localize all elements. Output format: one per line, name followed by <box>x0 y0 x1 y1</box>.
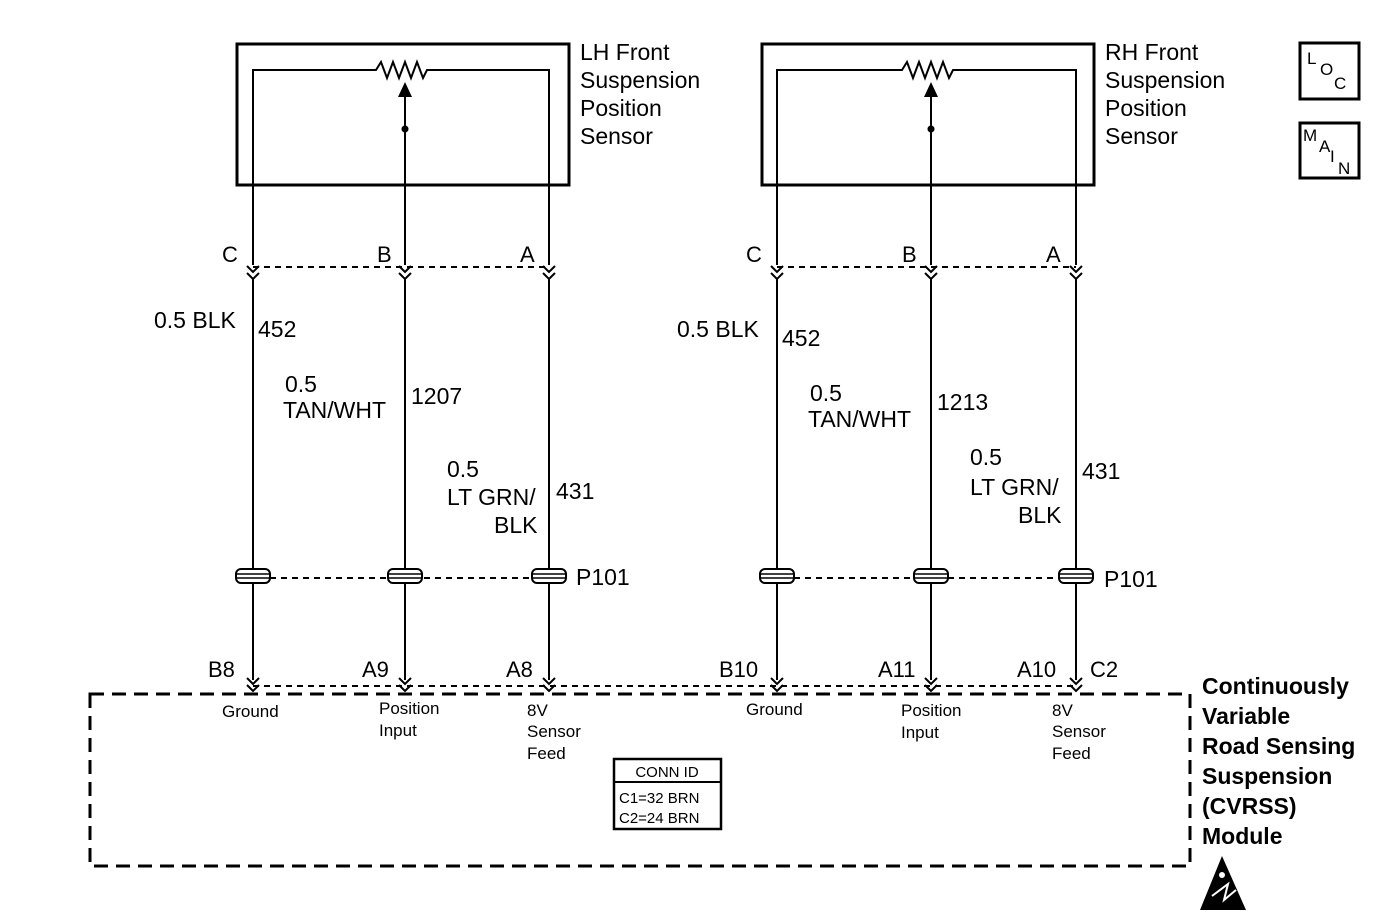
rh-feed-label-2: Sensor <box>1052 722 1106 741</box>
lh-wire-b-circuit: 1207 <box>411 383 462 409</box>
rh-terminal-b: B <box>902 242 917 267</box>
conn-id-row-1: C1=32 BRN <box>619 790 699 807</box>
lh-wire-a-color-2: BLK <box>494 512 538 538</box>
conn-id-header: CONN ID <box>635 764 699 781</box>
lh-feed-label-1: 8V <box>527 701 548 720</box>
rh-wire-b-circuit: 1213 <box>937 389 988 415</box>
svg-text:C: C <box>1334 74 1346 93</box>
lh-wire-c-circuit: 452 <box>258 316 296 342</box>
lh-position-label-2: Input <box>379 721 417 740</box>
rh-wire-a-color-1: LT GRN/ <box>970 474 1059 500</box>
lh-sensor-title-1: LH Front <box>580 39 670 65</box>
rh-p101-a <box>1058 568 1094 584</box>
esd-warning-icon <box>1200 856 1246 910</box>
lh-wiper-junction <box>401 125 409 133</box>
lh-front-suspension-sensor: LH Front Suspension Position Sensor C B … <box>154 39 700 692</box>
rh-module-pin-c2: C2 <box>1090 657 1118 682</box>
rh-feed-label-3: Feed <box>1052 744 1091 763</box>
rh-connector-p101: P101 <box>1104 566 1158 592</box>
lh-sensor-title-2: Suspension <box>580 67 700 93</box>
module-name-4: Suspension <box>1202 763 1332 789</box>
lh-wire-a-color-1: LT GRN/ <box>447 484 536 510</box>
svg-text:A: A <box>1319 137 1331 156</box>
lh-terminal-c: C <box>222 242 238 267</box>
lh-chevron-a-icon <box>542 265 556 280</box>
module-name-2: Variable <box>1202 703 1290 729</box>
lh-connector-p101: P101 <box>576 564 630 590</box>
rh-potentiometer-element <box>776 59 1077 265</box>
lh-wire-c-size: 0.5 BLK <box>154 307 236 333</box>
lh-terminal-b: B <box>377 242 392 267</box>
rh-terminal-a: A <box>1046 242 1061 267</box>
lh-wire-a-size: 0.5 <box>447 456 479 482</box>
rh-wire-b-size: 0.5 <box>810 380 842 406</box>
rh-ground-label: Ground <box>746 700 803 719</box>
rh-position-label-1: Position <box>901 701 961 720</box>
rh-module-pin-b10: B10 <box>719 657 758 682</box>
svg-text:O: O <box>1320 60 1333 79</box>
svg-text:M: M <box>1303 126 1317 145</box>
cvrss-module: Ground Position Input 8V Sensor Feed Gro… <box>88 673 1355 868</box>
lh-potentiometer-element <box>252 59 550 265</box>
lh-position-label-1: Position <box>379 699 439 718</box>
lh-module-pin-a8: A8 <box>506 657 533 682</box>
module-name-5: (CVRSS) <box>1202 793 1297 819</box>
rh-wire-a-color-2: BLK <box>1018 502 1062 528</box>
rh-wire-a-size: 0.5 <box>970 444 1002 470</box>
lh-sensor-housing <box>235 42 571 187</box>
rh-sensor-title-4: Sensor <box>1105 123 1178 149</box>
main-icon[interactable]: M A I N <box>1298 121 1361 180</box>
rh-wiper-junction <box>927 125 935 133</box>
lh-wire-b-color: TAN/WHT <box>283 397 386 423</box>
module-name-3: Road Sensing <box>1202 733 1355 759</box>
lh-feed-label-2: Sensor <box>527 722 581 741</box>
module-name-6: Module <box>1202 823 1283 849</box>
rh-module-pin-a11: A11 <box>878 657 916 682</box>
rh-wire-c-size: 0.5 BLK <box>677 316 759 342</box>
rh-sensor-title-3: Position <box>1105 95 1187 121</box>
rh-position-label-2: Input <box>901 723 939 742</box>
rh-sensor-title-2: Suspension <box>1105 67 1225 93</box>
lh-ground-label: Ground <box>222 702 279 721</box>
lh-sensor-title-3: Position <box>580 95 662 121</box>
rh-wire-b-color: TAN/WHT <box>808 406 911 432</box>
lh-wire-b-size: 0.5 <box>285 371 317 397</box>
rh-p101-c <box>759 568 795 584</box>
rh-wire-c-circuit: 452 <box>782 325 820 351</box>
rh-p101-b <box>913 568 949 584</box>
rh-terminal-c: C <box>746 242 762 267</box>
rh-sensor-housing <box>760 42 1096 187</box>
rh-sensor-title-1: RH Front <box>1105 39 1199 65</box>
lh-sensor-title-4: Sensor <box>580 123 653 149</box>
conn-id-table: CONN ID C1=32 BRN C2=24 BRN <box>612 757 723 831</box>
lh-module-pin-a9: A9 <box>362 657 389 682</box>
lh-wire-a-circuit: 431 <box>556 478 594 504</box>
conn-id-row-2: C2=24 BRN <box>619 810 699 827</box>
rh-module-pin-a10: A10 <box>1017 657 1056 682</box>
lh-terminal-a: A <box>520 242 535 267</box>
rh-front-suspension-sensor: RH Front Suspension Position Sensor C B … <box>677 39 1225 692</box>
lh-p101-c <box>235 568 271 584</box>
lh-p101-a <box>531 568 567 584</box>
rh-wiper-arrow-icon <box>924 82 938 97</box>
rh-wire-a-circuit: 431 <box>1082 458 1120 484</box>
lh-module-pin-b8: B8 <box>208 657 235 682</box>
lh-chevron-b-icon <box>398 265 412 280</box>
loc-icon[interactable]: L O C <box>1298 41 1361 101</box>
module-outline <box>88 692 1192 868</box>
svg-text:N: N <box>1338 159 1350 178</box>
lh-p101-b <box>387 568 423 584</box>
lh-wiper-arrow-icon <box>398 82 412 97</box>
module-name-1: Continuously <box>1202 673 1349 699</box>
rh-feed-label-1: 8V <box>1052 701 1073 720</box>
svg-text:L: L <box>1307 49 1316 68</box>
lh-feed-label-3: Feed <box>527 744 566 763</box>
svg-text:I: I <box>1330 147 1335 166</box>
